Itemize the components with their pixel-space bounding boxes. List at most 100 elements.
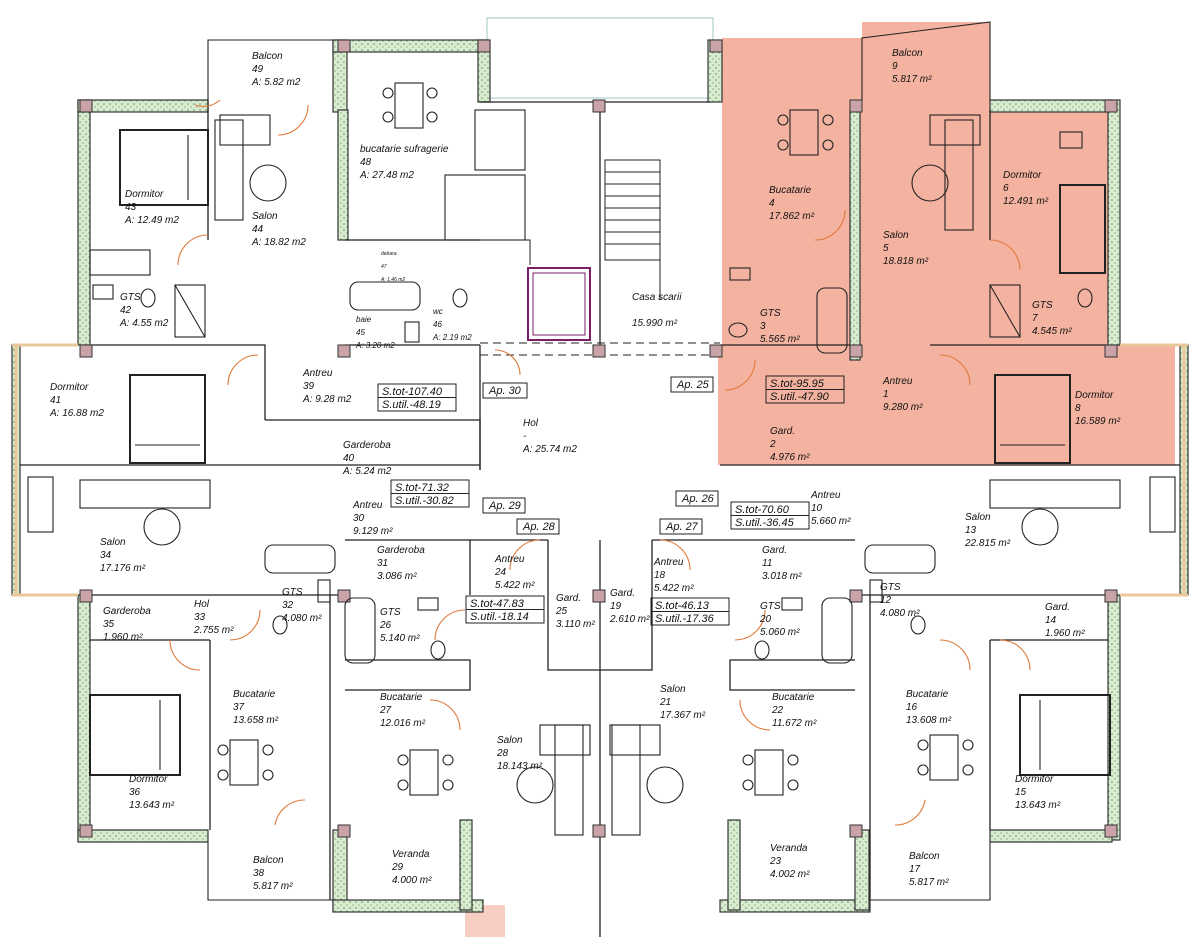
room-l1-text: Bucatarie: [233, 689, 276, 700]
toilet-icon: [754, 640, 770, 660]
room-l1-text: Gard.: [770, 426, 795, 437]
room-l1-text: Antreu: [352, 500, 383, 511]
room-l1-text: Hol: [523, 418, 539, 429]
room-l1-text: Salon: [252, 211, 278, 222]
room-l3-text: 3.110 m²: [556, 619, 595, 630]
room-l1-text: GTS: [282, 587, 303, 598]
toilet-icon: [430, 640, 446, 660]
bathtub-icon: [864, 544, 936, 574]
dining-table-icon: [917, 734, 974, 781]
sink-icon: [92, 284, 114, 300]
room-l1-text: Hol: [194, 599, 210, 610]
toilet-icon: [272, 615, 288, 635]
room-label-hol: Hol-A: 25.74 m2: [522, 418, 577, 455]
room-l3-text: 17.367 m²: [660, 710, 706, 721]
room-l2-text: -: [523, 431, 527, 442]
bed-icon: [129, 374, 206, 464]
room-l2-text: 9: [892, 61, 898, 72]
sink-icon: [869, 579, 883, 603]
room-l3-text: 4.002 m²: [770, 869, 810, 880]
room-l1-text: Bucatarie: [769, 185, 812, 196]
area-summary-util-text: S.util.-48.19: [382, 399, 441, 411]
bathtub-icon: [344, 597, 376, 664]
sofa-icon: [214, 114, 271, 221]
area-summary-util-text: S.util.-18.14: [470, 611, 529, 623]
desk: [27, 131, 1176, 533]
room-l2-text: 33: [194, 612, 206, 623]
rug-circle: [911, 164, 949, 202]
room-label-gard-25: Gard.253.110 m²: [555, 593, 595, 630]
area-summaries: S.tot-107.40S.util.-48.19S.tot-95.95S.ut…: [377, 375, 845, 626]
room-l3-text: 4.080 m²: [282, 613, 322, 624]
apartment-tag-text: Ap. 28: [522, 521, 556, 533]
room-l2-text: 18: [654, 570, 666, 581]
room-l3-text: 12.491 m²: [1003, 196, 1049, 207]
room-l1-text: Salon: [883, 230, 909, 241]
balcony-outlines: [207, 21, 991, 901]
room-l3-text: 13.658 m²: [233, 715, 279, 726]
roof-opening: [486, 17, 714, 99]
apartment-tag-text: Ap. 26: [681, 493, 715, 505]
room-l2-text: 41: [50, 395, 61, 406]
room-l2-text: 16: [906, 702, 918, 713]
room-l3-text: 5.817 m²: [253, 881, 293, 892]
sink-icon: [729, 267, 751, 281]
room-l3-text: 5.817 m²: [892, 74, 932, 85]
toilet-icon: [1077, 288, 1093, 308]
room-label-gard-19: Gard. 19 2.610 m²: [609, 588, 650, 625]
room-l2-text: 31: [377, 558, 388, 569]
room-l2-text: 14: [1045, 615, 1057, 626]
room-l3-text: 5.565 m²: [760, 334, 800, 345]
room-l3-text: 12.016 m²: [380, 718, 426, 729]
room-l3-text: 2.610 m²: [609, 614, 650, 625]
area-summary-util-text: S.util.-30.82: [395, 495, 454, 507]
room-l3-text: 5.060 m²: [760, 627, 800, 638]
room-l1-text: Balcon: [909, 851, 940, 862]
room-l2-text: 45: [356, 328, 365, 337]
room-l1-text: Antreu: [810, 490, 841, 501]
room-l3-text: 13.643 m²: [129, 800, 175, 811]
bed-icon: [1059, 184, 1106, 274]
room-l2-text: 47: [381, 264, 387, 270]
highlighted-apartment: [718, 22, 1175, 465]
room-l1-text: Garderoba: [103, 606, 151, 617]
room-l3-text: 18.143 m²: [497, 761, 543, 772]
room-l1-text: Balcon: [253, 855, 284, 866]
room-l1-text: Antreu: [494, 554, 525, 565]
room-l1-text: Salon: [497, 735, 523, 746]
area-summary-tot-text: S.tot-46.13: [655, 600, 710, 612]
room-l3-text: 3.086 m²: [377, 571, 417, 582]
room-l3-text: A: 27.48 m2: [359, 170, 414, 181]
room-l2-text: 43: [125, 202, 137, 213]
room-l3-text: A: 4.55 m2: [119, 318, 169, 329]
area-summary-sum-ap27: S.tot-46.13S.util.-17.36: [650, 597, 730, 626]
room-l2-text: 19: [610, 601, 622, 612]
room-l2-text: 27: [379, 705, 392, 716]
shower-icon: [174, 284, 206, 338]
room-l1-text: Gard.: [610, 588, 635, 599]
apartment-tag-text: Ap. 27: [665, 521, 699, 533]
area-summary-util-text: S.util.-36.45: [735, 517, 795, 529]
door-swing-icon: [169, 99, 1031, 826]
room-l3-text: 4.080 m²: [880, 608, 920, 619]
room-label-gard-14: Gard.141.960 m²: [1045, 602, 1085, 639]
bed-icon: [1019, 694, 1111, 776]
sofa-icon: [609, 724, 661, 836]
room-l2-text: 44: [252, 224, 264, 235]
room-l2-text: 2: [769, 439, 776, 450]
room-l3-text: 17.862 m²: [769, 211, 815, 222]
room-l1-text: Casa scarii: [632, 292, 682, 303]
